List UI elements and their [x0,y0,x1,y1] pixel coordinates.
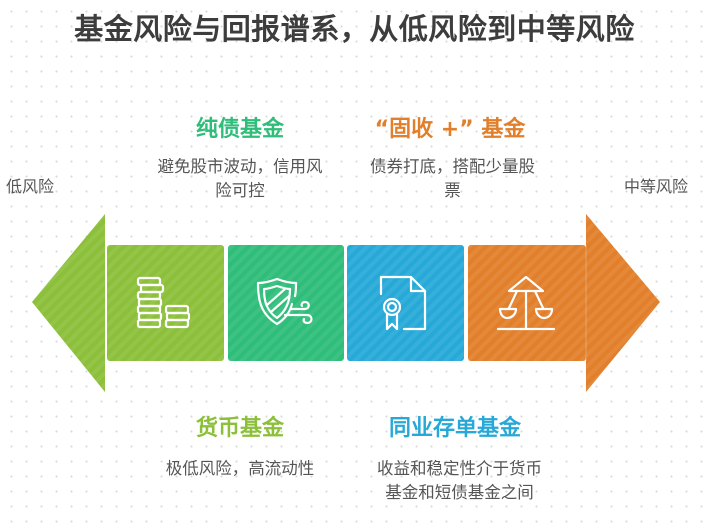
medium-risk-label: 中等风险 [624,177,689,196]
money-market-fund-title: 货币基金 [195,416,284,441]
certificate-document-icon [379,275,427,331]
carousel-swing-icon [496,275,556,331]
coins-stack-icon [136,276,191,329]
money-market-fund-description: 极低风险，高流动性 [165,459,315,478]
pure-bond-fund-title: 纯债基金 [195,117,284,142]
low-risk-label: 低风险 [6,177,55,196]
shield-wind-icon [256,277,313,326]
fixed-income-plus-fund-description: 债券打底，搭配少量股票 [370,157,535,200]
ncd-fund-description: 收益和稳定性介于货币基金和短债基金之间 [377,459,542,502]
pure-bond-fund-description: 避免股市波动，信用风险可控 [157,157,323,200]
ncd-fund-title: 同业存单基金 [388,416,521,441]
page-title: 基金风险与回报谱系，从低风险到中等风险 [74,12,635,46]
fixed-income-plus-fund-title: “固收 +” 基金 [374,117,526,142]
